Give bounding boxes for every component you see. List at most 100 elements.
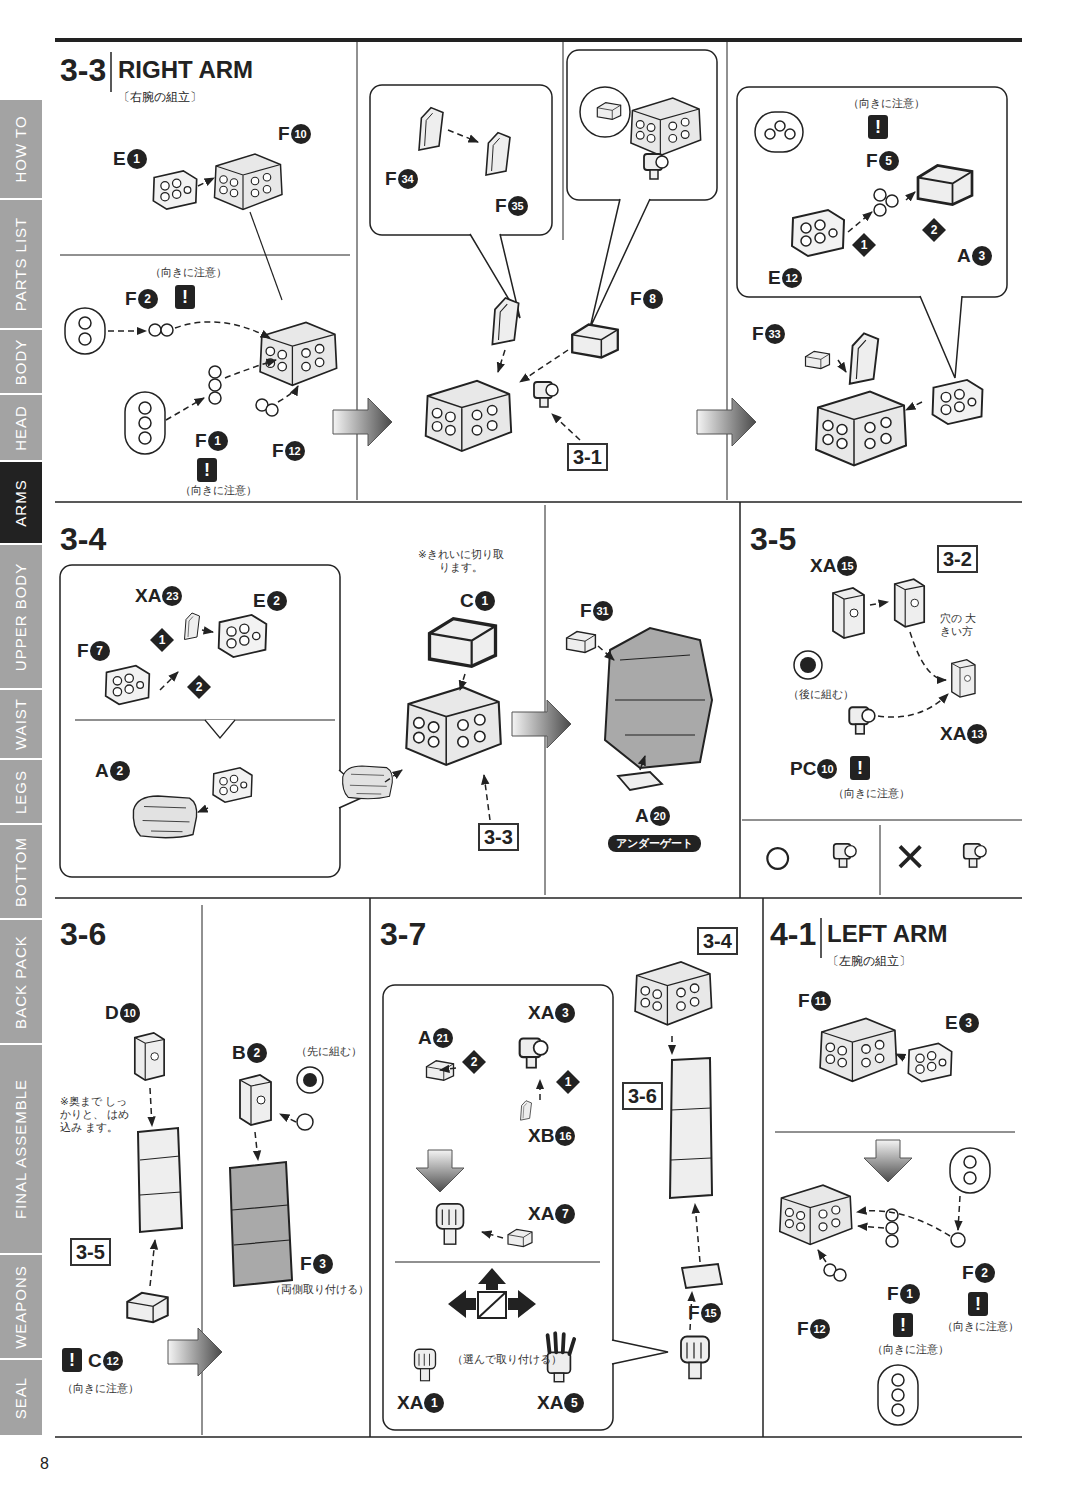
section-tab-text: HOW TO: [12, 115, 30, 182]
part-number: 31: [593, 601, 613, 621]
part-number: 10: [291, 124, 311, 144]
section-tab-text: UPPER BODY: [12, 562, 30, 670]
part-number: 1: [208, 431, 228, 451]
part-letter: XA: [537, 1392, 563, 1414]
section-tab-text: WAIST: [12, 698, 30, 750]
section-tab-text: SEAL: [12, 1376, 30, 1418]
part-letter: F: [797, 1318, 809, 1340]
section-tab-text: LEGS: [12, 769, 30, 813]
note-text: （向きに注意）: [872, 1343, 949, 1356]
ref-number: 3-4: [703, 929, 732, 953]
page-number: 8: [40, 1455, 49, 1473]
part-number: 12: [782, 268, 802, 288]
part-letter: F: [125, 288, 137, 310]
subassembly-ref-box: 3-5: [70, 1238, 111, 1266]
part-letter: F: [385, 168, 397, 190]
part-letter: XA: [397, 1392, 423, 1414]
part-letter: F: [272, 440, 284, 462]
subassembly-ref-box: 3-1: [567, 443, 608, 471]
part-number: 21: [433, 1028, 453, 1048]
part-letter: F: [77, 640, 89, 662]
part-letter: XA: [528, 1203, 554, 1225]
part-number: 12: [103, 1351, 123, 1371]
section-tab: BACK PACK: [0, 920, 42, 1043]
part-number: 8: [643, 289, 663, 309]
part-letter: PC: [790, 758, 816, 780]
part-number: 7: [90, 641, 110, 661]
step-number: 3-4: [60, 521, 106, 557]
section-tab-text: FINAL ASSEMBLE: [12, 1079, 30, 1219]
part-letter: F: [630, 288, 642, 310]
part-letter: E: [768, 267, 781, 289]
part-letter: B: [232, 1042, 246, 1064]
note-text: （後に組む）: [788, 688, 854, 701]
note-text: （向きに注意）: [848, 97, 925, 110]
section-tab: SEAL: [0, 1360, 42, 1435]
part-letter: F: [495, 195, 507, 217]
subassembly-ref-box: 3-4: [697, 927, 738, 955]
part-letter: F: [962, 1262, 974, 1284]
part-number: 1: [475, 591, 495, 611]
part-number: 12: [810, 1319, 830, 1339]
gate-badge: アンダーゲート: [608, 835, 701, 852]
caution-icon: !: [197, 458, 217, 482]
part-number: 2: [247, 1043, 267, 1063]
part-letter: XB: [528, 1125, 554, 1147]
part-number: 2: [267, 591, 287, 611]
part-number: 15: [701, 1303, 721, 1323]
part-letter: A: [95, 760, 109, 782]
part-number: 33: [765, 324, 785, 344]
part-number: 2: [975, 1263, 995, 1283]
part-number: 13: [967, 724, 987, 744]
section-tab-text: BODY: [12, 338, 30, 385]
caution-icon: !: [968, 1292, 988, 1316]
part-letter: XA: [528, 1002, 554, 1024]
section-tab: ARMS: [0, 462, 42, 543]
caution-icon: !: [868, 115, 888, 139]
part-letter: F: [300, 1253, 312, 1275]
ok-ng-symbol: ○: [762, 828, 793, 884]
section-subtitle: 〔右腕の組立〕: [118, 90, 202, 104]
note-text: （向きに注意）: [942, 1320, 1019, 1333]
part-letter: F: [580, 600, 592, 622]
ref-number: 3-2: [943, 547, 972, 571]
ref-number: 3-1: [573, 445, 602, 469]
part-letter: F: [752, 323, 764, 345]
part-letter: F: [278, 123, 290, 145]
part-letter: F: [195, 430, 207, 452]
part-letter: A: [635, 805, 649, 827]
part-letter: C: [460, 590, 474, 612]
section-tab-text: PARTS LIST: [12, 217, 30, 311]
part-letter: C: [88, 1350, 102, 1372]
section-tab: HOW TO: [0, 100, 42, 198]
step-number: 4-1: [770, 916, 816, 952]
step-panel: 4-1LEFT ARM〔左腕の組立〕: [765, 900, 1022, 1437]
part-number: 3: [959, 1013, 979, 1033]
part-number: 12: [285, 441, 305, 461]
section-tab: WEAPONS: [0, 1255, 42, 1358]
part-number: 20: [650, 806, 670, 826]
subassembly-ref-box: 3-2: [937, 545, 978, 573]
section-tab: LEGS: [0, 760, 42, 823]
part-letter: XA: [810, 555, 836, 577]
part-letter: D: [105, 1002, 119, 1024]
step-number: 3-6: [60, 916, 106, 952]
note-text: （選んで取り付ける）: [452, 1353, 562, 1366]
note-text: （向きに注意）: [150, 266, 227, 279]
section-subtitle: 〔左腕の組立〕: [827, 954, 911, 968]
note-text: （向きに注意）: [62, 1382, 139, 1395]
section-tab-text: ARMS: [12, 479, 30, 526]
part-number: 10: [120, 1003, 140, 1023]
section-tab-text: BOTTOM: [12, 837, 30, 907]
part-letter: XA: [940, 723, 966, 745]
section-tab: WAIST: [0, 690, 42, 758]
section-tab: BODY: [0, 330, 42, 393]
note-text: （向きに注意）: [833, 787, 910, 800]
caution-icon: !: [893, 1313, 913, 1337]
step-panel: 3-73-43-6: [372, 900, 762, 1437]
ref-number: 3-6: [628, 1084, 657, 1108]
section-tab: FINAL ASSEMBLE: [0, 1045, 42, 1253]
part-number: 11: [811, 991, 831, 1011]
